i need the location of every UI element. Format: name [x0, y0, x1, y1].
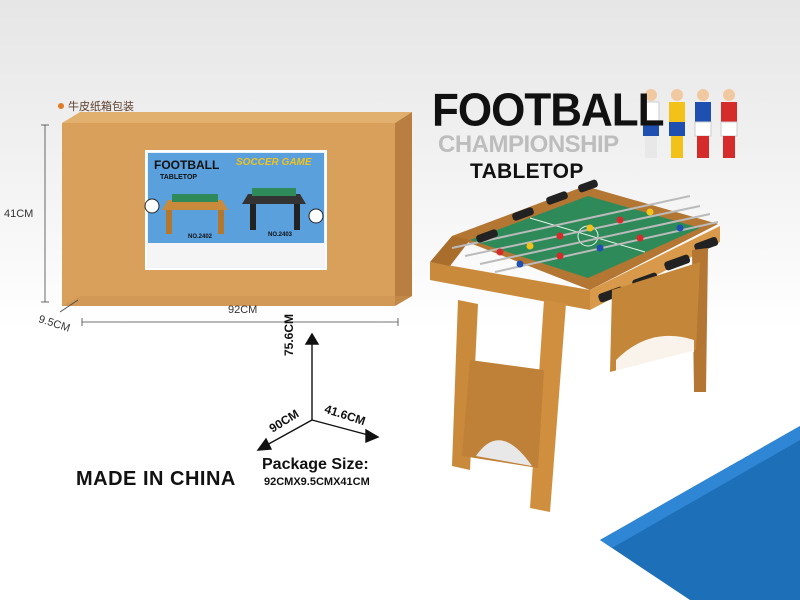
table-leg-front-right: [530, 300, 566, 512]
foosball-table: [430, 179, 720, 512]
box-print-tabletop: TABLETOP: [160, 174, 198, 181]
box-print-title: FOOTBALL: [154, 158, 220, 172]
box-print-no-left: NO.2402: [188, 234, 213, 240]
package-size-value: 92CMX9.5CMX41CM: [264, 476, 370, 488]
box-material-text: 牛皮纸箱包装: [68, 101, 134, 113]
axis-vertical-label: 75.6CM: [282, 313, 296, 356]
box-print-ball-left: [144, 198, 160, 214]
box-print-table-right: [242, 194, 306, 204]
box-print-no-right: NO.2403: [268, 232, 293, 238]
box-print-table-left: [162, 200, 228, 210]
box-side: [395, 112, 412, 306]
bullet-icon: [58, 103, 64, 109]
axis-right: [311, 419, 373, 437]
box-bottom-shade: [62, 296, 412, 306]
box-width-label: 92CM: [228, 304, 258, 316]
self-assembly-badge: [600, 426, 800, 600]
table-field: [470, 196, 700, 278]
box-height-label: 41CM: [4, 208, 34, 220]
axis-left: [264, 419, 313, 447]
box-print-ball-right: [308, 208, 324, 224]
box-material-label: 牛皮纸箱包装: [58, 98, 134, 114]
box-print-game: SOCCER GAME: [236, 157, 312, 168]
made-in-label: MADE IN CHINA: [76, 468, 236, 490]
table-panel-left: [462, 360, 544, 468]
package-size-title: Package Size:: [262, 456, 369, 473]
box-print-footer: [148, 243, 324, 267]
product-title-football: FOOTBALL: [432, 84, 665, 137]
product-title-championship: CHAMPIONSHIP: [438, 131, 619, 158]
product-title-tabletop: TABLETOP: [470, 160, 584, 183]
box-top: [62, 112, 412, 123]
depth-dim-line: [59, 299, 79, 313]
player-figurines: [642, 89, 738, 158]
